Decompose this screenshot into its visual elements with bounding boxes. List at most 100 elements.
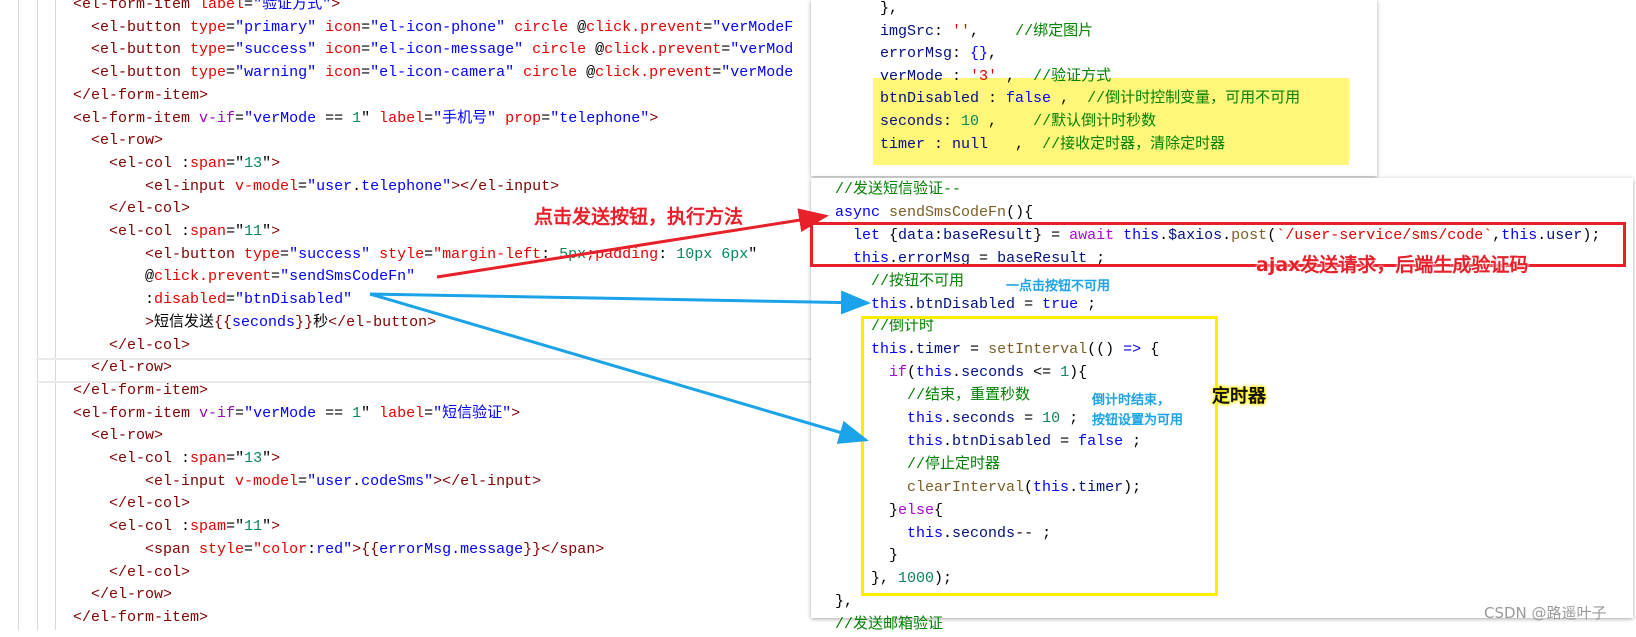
code-token: btnDisabled [952, 432, 1052, 450]
code-token: : [943, 113, 962, 130]
code-token: //绑定图片 [1015, 22, 1094, 40]
code-token: : [658, 245, 677, 263]
code-token: red" [316, 540, 353, 558]
code-token: <el-col [73, 518, 173, 536]
code-token: (){ [1006, 203, 1034, 221]
code-token: "warning" [235, 64, 317, 82]
code-token: 10 [1042, 410, 1061, 427]
code-token: </el-col> [73, 495, 191, 513]
code-token: = [424, 245, 434, 263]
code-token: 11 [244, 223, 263, 240]
code-token: seconds [232, 313, 296, 331]
code-token: true [1042, 295, 1079, 313]
code-line: //按钮不可用 [835, 271, 964, 294]
code-token: . [907, 341, 917, 359]
code-token: disabled [154, 291, 227, 309]
code-token: icon [316, 64, 362, 82]
code-line: </el-row> [73, 357, 172, 380]
code-line: @click.prevent="sendSmsCodeFn" [73, 266, 415, 289]
code-line: //停止定时器 [835, 454, 1000, 477]
code-token: false [1006, 90, 1052, 108]
code-token: click.prevent [154, 268, 272, 286]
code-token: //默认倒计时秒数 [1033, 113, 1157, 130]
code-line: <el-input v-model="user.codeSms"></el-in… [73, 471, 541, 494]
code-token: click.prevent [604, 41, 722, 59]
code-token: <el-form-item [73, 404, 191, 422]
code-token: timer [916, 341, 962, 359]
code-line: this.btnDisabled = false ; [835, 431, 1141, 454]
code-token: this [1114, 226, 1160, 244]
indent-guide [37, 0, 38, 630]
code-token: : [172, 518, 191, 536]
code-token: > [73, 313, 155, 331]
code-token: style [370, 245, 425, 263]
code-token: <= [1024, 364, 1061, 382]
code-token: <el-input [73, 177, 227, 195]
code-token: : [943, 67, 971, 85]
code-token: = [361, 18, 371, 36]
note-end-1: 倒计时结束， [1092, 393, 1171, 408]
code-token: '3' [970, 67, 998, 85]
watermark: CSDN @路遥叶子 [1484, 604, 1607, 622]
code-line: :disabled="btnDisabled" [73, 289, 352, 312]
code-token: = [721, 41, 731, 59]
code-token: v-if [190, 109, 236, 127]
code-token: type [181, 18, 227, 36]
code-line: </el-form-item> [73, 380, 208, 403]
code-token: , [988, 135, 1043, 153]
code-token: = [424, 404, 434, 422]
code-token: circle [505, 18, 569, 36]
code-token: , [997, 67, 1034, 85]
code-token: <el-button [73, 64, 182, 82]
code-line: <el-button type="warning" icon="el-icon-… [73, 62, 793, 85]
code-line: if(this.seconds <= 1){ [835, 362, 1087, 385]
code-token: = [244, 540, 254, 558]
code-token: ( [1024, 478, 1034, 496]
code-token: . [943, 524, 953, 542]
code-token: <el-col [73, 450, 173, 467]
code-token: = [226, 291, 236, 309]
code-token: //结束，重置秒数 [835, 387, 1031, 405]
code-token: this [835, 432, 944, 450]
code-token: errorMsg.message [379, 540, 524, 558]
code-token: . [352, 472, 362, 490]
code-token: label [190, 0, 245, 13]
code-token: {{ [214, 313, 233, 331]
code-token: > [271, 154, 281, 172]
code-token: @ [577, 64, 596, 82]
code-line: this.seconds-- ; [835, 523, 1051, 546]
code-token: > [649, 109, 659, 127]
code-token: }, [880, 0, 899, 17]
code-token: = [361, 64, 371, 82]
code-token: v-model [226, 177, 299, 195]
code-token: }, [835, 593, 854, 611]
indent-guide [55, 0, 56, 630]
code-token: circle [523, 41, 587, 59]
code-token: " [748, 245, 758, 263]
code-token: " [235, 223, 245, 240]
code-line: </el-col> [73, 493, 190, 516]
code-line: async sendSmsCodeFn(){ [835, 202, 1033, 225]
code-token: : [172, 154, 191, 172]
code-token: errorMsg [898, 249, 971, 267]
code-token: 1 [352, 109, 362, 127]
code-token: span [190, 450, 227, 467]
code-token: : [541, 245, 560, 263]
code-token: @ [586, 41, 605, 59]
code-token: { [1141, 341, 1160, 359]
code-token: => [1123, 341, 1142, 359]
code-line: </el-row> [73, 584, 172, 607]
code-line: //发送邮箱验证 [835, 614, 943, 637]
code-token: " [262, 450, 272, 467]
code-token: spam [190, 518, 227, 536]
code-line: this.errorMsg = baseResult ; [835, 248, 1105, 271]
code-token: seconds [952, 524, 1016, 542]
code-token: <el-form-item [73, 0, 191, 13]
code-token: , [979, 113, 1034, 130]
code-token: : [934, 226, 944, 244]
code-token: "btnDisabled" [235, 291, 353, 309]
code-line: </el-form-item> [73, 607, 208, 630]
code-token: : [172, 450, 191, 467]
code-token: = [226, 223, 236, 240]
